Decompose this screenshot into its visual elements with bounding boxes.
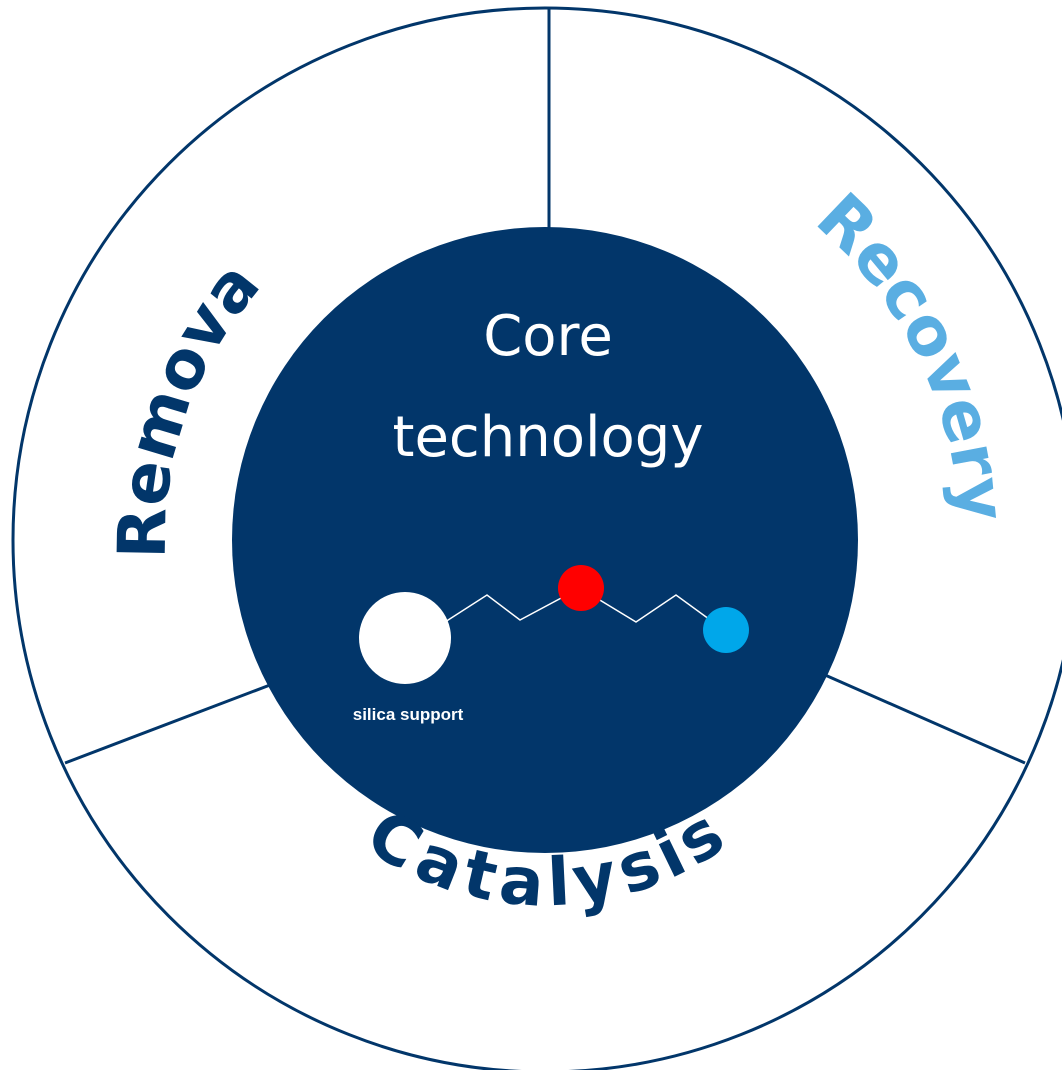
silica-support-sphere (359, 592, 451, 684)
core-title-line1: Core (483, 304, 613, 369)
end-atom (703, 607, 749, 653)
middle-atom (558, 565, 604, 611)
divider-right (824, 673, 1026, 765)
core-title-line2: technology (393, 405, 704, 470)
core-circle (232, 227, 858, 853)
silica-support-label: silica support (353, 705, 464, 724)
divider-left (64, 683, 271, 765)
